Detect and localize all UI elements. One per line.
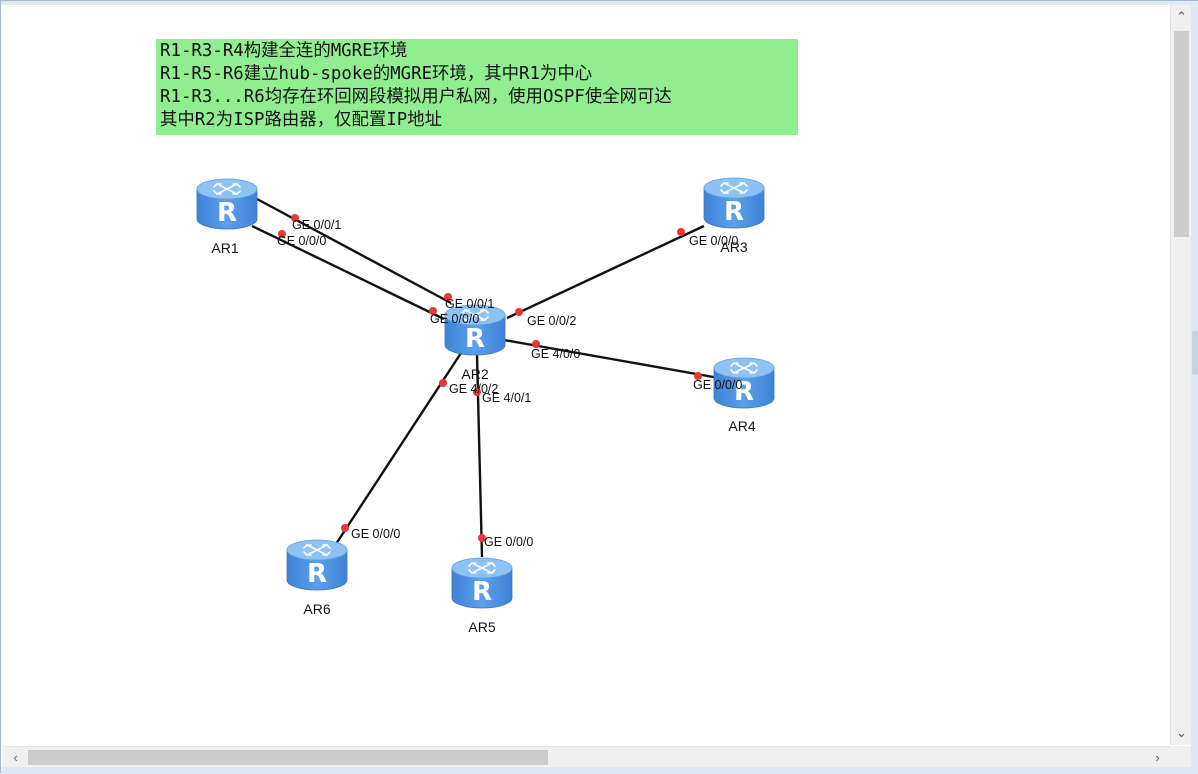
port-dot[interactable]: [515, 308, 523, 316]
port-dot[interactable]: [694, 372, 702, 380]
note-line-4: 其中R2为ISP路由器，仅配置IP地址: [160, 110, 442, 130]
router-ar6[interactable]: R AR6: [286, 539, 348, 617]
port-label-ar1: GE 0/0/0: [277, 234, 326, 248]
note-line-1: R1-R3-R4构建全连的MGRE环境: [160, 41, 408, 61]
port-label-ar3: GE 0/0/0: [689, 234, 738, 248]
router-icon: R: [444, 304, 506, 356]
router-ar2[interactable]: R AR2: [444, 304, 506, 382]
port-label-ar2: GE 0/0/2: [527, 314, 576, 328]
horizontal-scrollbar[interactable]: ‹ ›: [3, 746, 1170, 768]
link-ar1-ar2[interactable]: [256, 197, 452, 305]
port-dot[interactable]: [278, 230, 286, 238]
vertical-scroll-thumb[interactable]: [1174, 31, 1189, 237]
router-label: AR1: [211, 240, 238, 256]
port-label-ar2: GE 0/0/1: [445, 297, 494, 311]
port-dot[interactable]: [429, 307, 437, 315]
note-line-2: R1-R5-R6建立hub-spoke的MGRE环境，其中R1为中心: [160, 64, 593, 84]
router-label: AR2: [461, 366, 488, 382]
svg-text:R: R: [217, 198, 237, 228]
router-icon: R: [286, 539, 348, 591]
port-dot[interactable]: [532, 340, 540, 348]
chevron-up-icon[interactable]: ⌃: [1176, 9, 1187, 24]
description-note[interactable]: R1-R3-R4构建全连的MGRE环境 R1-R5-R6建立hub-spoke的…: [156, 39, 798, 135]
router-label: AR6: [303, 601, 330, 617]
port-label-ar4: GE 0/0/0: [693, 378, 742, 392]
port-label-ar1: GE 0/0/1: [292, 218, 341, 232]
port-label-ar6: GE 0/0/0: [351, 527, 400, 541]
router-label: AR4: [728, 418, 755, 434]
router-label: AR5: [468, 619, 495, 635]
port-dot[interactable]: [478, 534, 486, 542]
chevron-right-icon[interactable]: ›: [1155, 750, 1160, 765]
port-dot[interactable]: [444, 293, 452, 301]
horizontal-scroll-thumb[interactable]: [28, 750, 548, 765]
svg-text:R: R: [472, 577, 492, 607]
port-dot[interactable]: [341, 524, 349, 532]
port-label-ar5: GE 0/0/0: [484, 535, 533, 549]
router-icon: R: [713, 357, 775, 409]
port-label-ar2: GE 0/0/0: [430, 312, 479, 326]
port-dot[interactable]: [473, 388, 481, 396]
port-label-ar2: GE 4/0/1: [482, 391, 531, 405]
link-ar2-ar3[interactable]: [506, 224, 705, 320]
port-dot[interactable]: [439, 379, 447, 387]
port-label-ar2: GE 4/0/0: [531, 347, 580, 361]
svg-text:R: R: [307, 559, 327, 589]
link-ar1-ar2[interactable]: [251, 224, 445, 321]
port-dot[interactable]: [291, 214, 299, 222]
vertical-scrollbar[interactable]: ⌃ ⌄: [1170, 5, 1192, 745]
router-icon: R: [451, 557, 513, 609]
scrollbar-corner: [1170, 746, 1191, 767]
router-ar1[interactable]: R AR1: [196, 178, 258, 256]
router-ar5[interactable]: R AR5: [451, 557, 513, 635]
window-right-border: [1191, 5, 1198, 767]
port-label-ar2: GE 4/0/2: [449, 382, 498, 396]
window-top-border: [1, 1, 1198, 5]
router-icon: R: [196, 178, 258, 230]
router-icon: R: [703, 177, 765, 229]
side-splitter-handle[interactable]: [1192, 331, 1198, 375]
router-ar4[interactable]: R AR4: [713, 357, 775, 434]
link-ar2-ar4[interactable]: [503, 338, 720, 380]
chevron-left-icon[interactable]: ‹: [13, 750, 18, 765]
chevron-down-icon[interactable]: ⌄: [1176, 725, 1187, 740]
port-dot[interactable]: [677, 228, 685, 236]
note-line-3: R1-R3...R6均存在环回网段模拟用户私网，使用OSPF使全网可达: [160, 87, 672, 107]
svg-text:R: R: [724, 197, 744, 227]
svg-text:R: R: [465, 324, 485, 354]
router-ar3[interactable]: R AR3: [703, 177, 765, 255]
svg-text:R: R: [734, 377, 754, 407]
router-label: AR3: [720, 239, 747, 255]
window-bottom-border: [1, 767, 1198, 774]
